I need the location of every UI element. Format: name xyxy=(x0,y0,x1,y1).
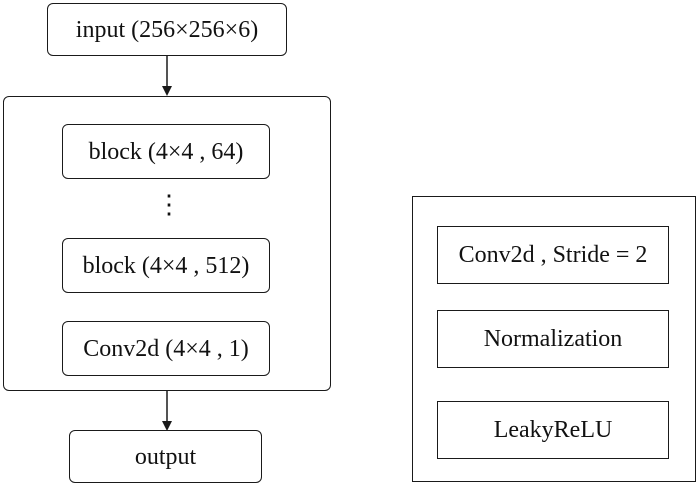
block-node-512: block (4×4 , 512) xyxy=(62,238,270,293)
block-label: block (4×4 , 512) xyxy=(82,252,250,279)
block-item-label: Conv2d , Stride = 2 xyxy=(458,242,648,268)
block-item-label: LeakyReLU xyxy=(493,417,613,443)
input-label: input (256×256×6) xyxy=(75,16,259,43)
block-item-label: Normalization xyxy=(483,326,623,352)
block-item-conv2d: Conv2d , Stride = 2 xyxy=(437,226,669,284)
block-label: block (4×4 , 64) xyxy=(88,138,244,165)
output-node: output xyxy=(69,430,262,483)
final-conv-label: Conv2d (4×4 , 1) xyxy=(83,335,249,362)
block-item-normalization: Normalization xyxy=(437,310,669,368)
final-conv-node: Conv2d (4×4 , 1) xyxy=(62,321,270,376)
block-item-leakyrelu: LeakyReLU xyxy=(437,401,669,459)
output-label: output xyxy=(134,443,197,470)
block-node-64: block (4×4 , 64) xyxy=(62,124,270,179)
input-node: input (256×256×6) xyxy=(47,3,287,56)
vertical-ellipsis: ⋮ xyxy=(156,190,182,219)
